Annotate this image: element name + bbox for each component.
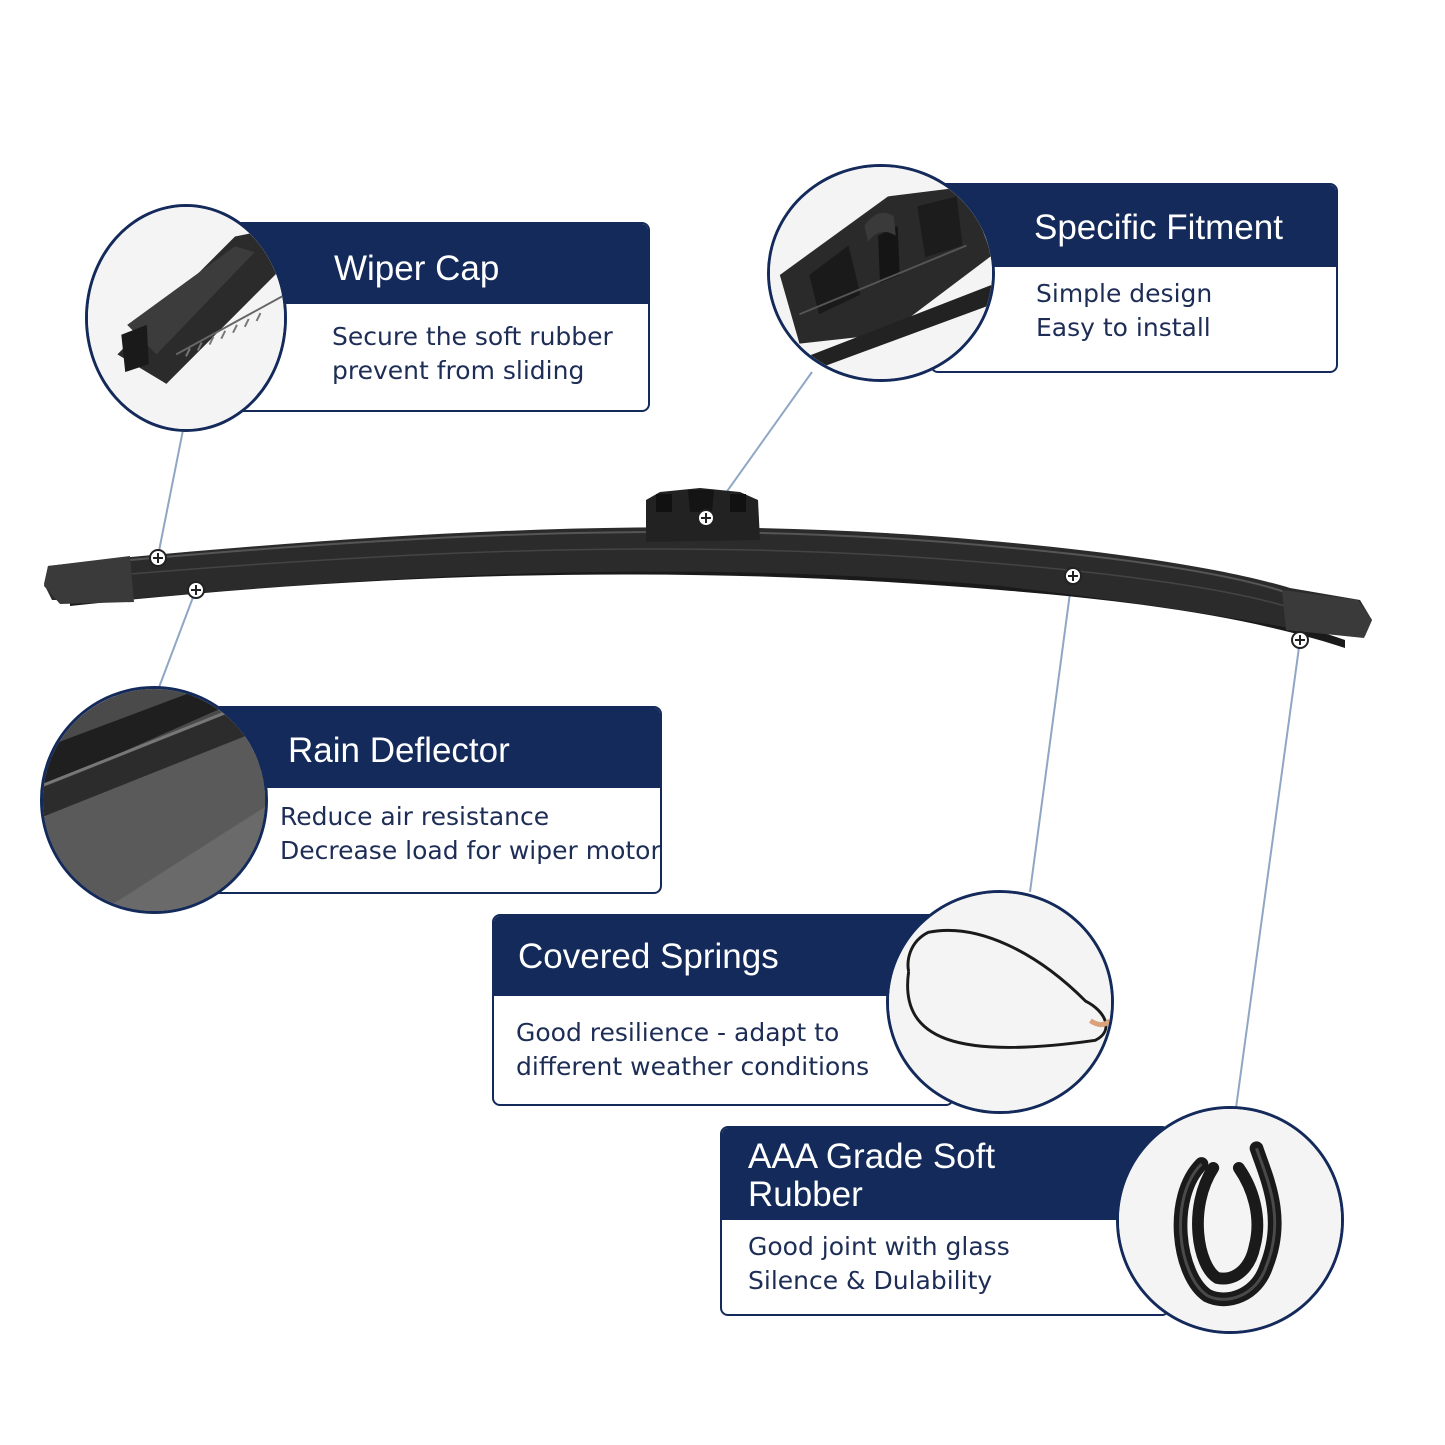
- feature-card-covered-springs: Covered Springs Good resilience - adapt …: [492, 914, 954, 1106]
- feature-description: Simple design Easy to install: [932, 267, 1336, 345]
- rubber-strip-icon: [1116, 1106, 1344, 1334]
- feature-line: Silence & Dulability: [748, 1266, 993, 1295]
- feature-title: Wiper Cap: [232, 224, 648, 304]
- feature-line: prevent from sliding: [332, 356, 585, 385]
- wiper-cap-closeup-icon: [85, 204, 287, 432]
- screw-icon: [1064, 567, 1082, 585]
- screw-icon: [697, 509, 715, 527]
- feature-line: Reduce air resistance: [280, 802, 550, 831]
- feature-title: Specific Fitment: [932, 185, 1336, 267]
- feature-title-line: Rubber: [748, 1175, 863, 1214]
- screw-icon: [149, 549, 167, 567]
- feature-description: Secure the soft rubber prevent from slid…: [232, 304, 648, 388]
- feature-line: different weather conditions: [516, 1052, 870, 1081]
- feature-description: Reduce air resistance Decrease load for …: [202, 788, 660, 868]
- feature-card-specific-fitment: Specific Fitment Simple design Easy to i…: [930, 183, 1338, 373]
- deflector-closeup-icon: [40, 686, 268, 914]
- feature-line: Simple design: [1036, 279, 1213, 308]
- feature-line: Decrease load for wiper motor: [280, 836, 661, 865]
- spring-wire-icon: [886, 890, 1114, 1114]
- wiper-blade: [44, 488, 1372, 648]
- feature-card-rain-deflector: Rain Deflector Reduce air resistance Dec…: [200, 706, 662, 894]
- feature-title: Rain Deflector: [202, 708, 660, 788]
- leader-line-rain-deflector: [157, 591, 196, 691]
- feature-title: Covered Springs: [494, 916, 952, 996]
- screw-icon: [1291, 631, 1309, 649]
- feature-line: Good joint with glass: [748, 1232, 1010, 1261]
- feature-description: Good resilience - adapt to different wea…: [494, 996, 952, 1084]
- leader-line-wiper-cap: [157, 429, 184, 557]
- feature-card-soft-rubber: AAA Grade Soft Rubber Good joint with gl…: [720, 1126, 1170, 1316]
- feature-description: Good joint with glass Silence & Dulabili…: [722, 1220, 1168, 1298]
- adapter-closeup-icon: [767, 164, 995, 382]
- feature-title-line: AAA Grade Soft: [748, 1137, 996, 1176]
- feature-line: Good resilience - adapt to: [516, 1018, 840, 1047]
- feature-line: Easy to install: [1036, 313, 1211, 342]
- feature-title: AAA Grade Soft Rubber: [722, 1128, 1168, 1220]
- feature-card-wiper-cap: Wiper Cap Secure the soft rubber prevent…: [230, 222, 650, 412]
- feature-line: Secure the soft rubber: [332, 322, 613, 351]
- screw-markers: [149, 509, 1309, 649]
- leader-line-soft-rubber: [1235, 639, 1301, 1109]
- screw-icon: [187, 581, 205, 599]
- leader-line-covered-springs: [1029, 577, 1073, 893]
